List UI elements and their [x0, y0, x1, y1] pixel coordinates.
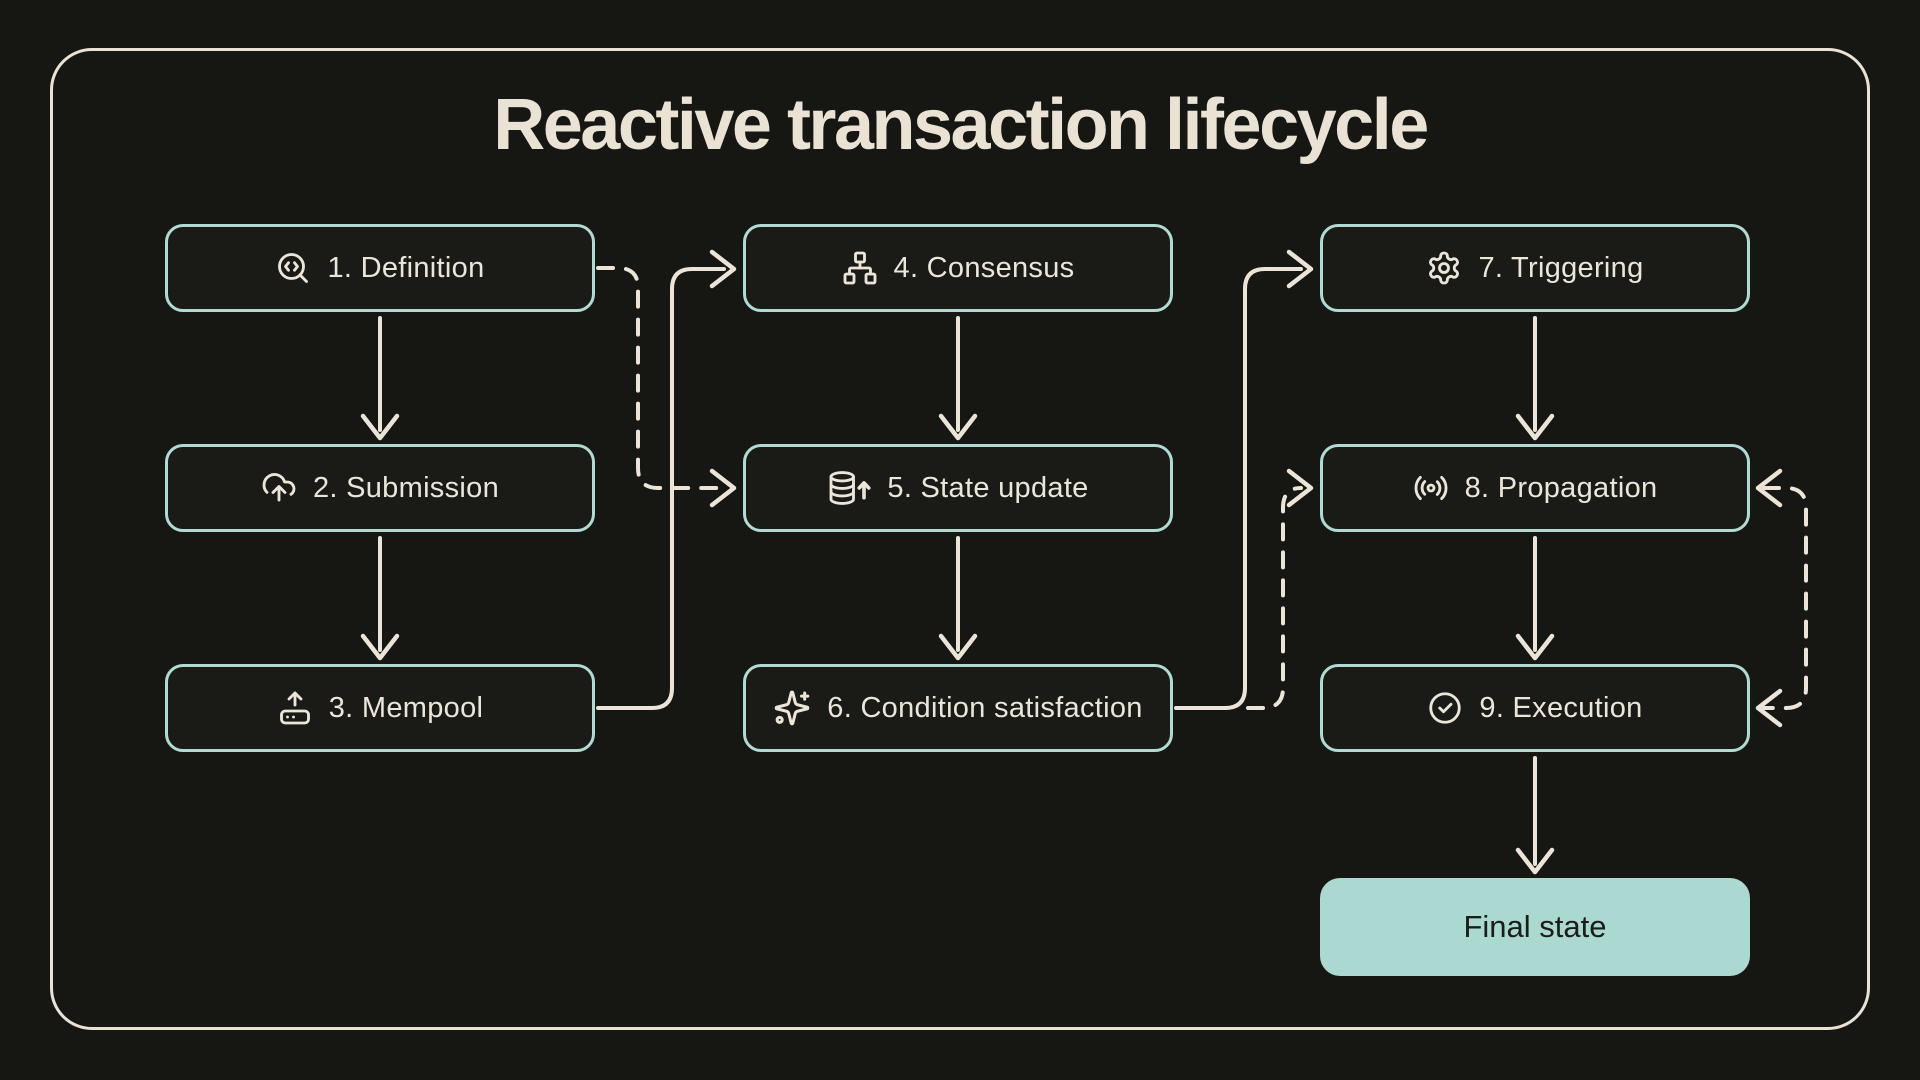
node-mempool: 3. Mempool	[165, 664, 595, 752]
node-label: 5. State update	[887, 471, 1089, 504]
edge-execution-to-final-state	[1515, 756, 1555, 875]
node-definition: 1. Definition	[165, 224, 595, 312]
edge-definition-to-state-update	[596, 266, 737, 508]
node-label: 2. Submission	[312, 471, 500, 504]
node-label: 6. Condition satisfaction	[827, 691, 1143, 724]
node-label: 3. Mempool	[328, 691, 484, 724]
edge-condition-satisfaction-to-propagation	[1246, 468, 1314, 710]
node-label: Final state	[1463, 909, 1607, 944]
node-consensus: 4. Consensus	[743, 224, 1173, 312]
edge-propagation-to-execution	[1515, 536, 1555, 661]
edge-submission-to-mempool	[360, 536, 400, 661]
edge-state-update-to-condition-satisfaction	[938, 536, 978, 661]
node-propagation: 8. Propagation	[1320, 444, 1750, 532]
check-circle-icon	[1427, 690, 1463, 726]
hard-drive-upload-icon	[277, 690, 313, 726]
edge-consensus-to-state-update	[938, 316, 978, 441]
node-submission: 2. Submission	[165, 444, 595, 532]
database-up-arrow-icon	[827, 470, 871, 506]
search-code-icon	[275, 250, 311, 286]
edge-execution-propagation-feedback	[1755, 468, 1808, 728]
cloud-upload-icon	[261, 470, 297, 506]
node-label: 8. Propagation	[1464, 471, 1658, 504]
node-label: 4. Consensus	[893, 251, 1075, 284]
node-condition-satisfaction: 6. Condition satisfaction	[743, 664, 1173, 752]
gear-icon	[1426, 250, 1462, 286]
edge-definition-to-submission	[360, 316, 400, 441]
node-triggering: 7. Triggering	[1320, 224, 1750, 312]
node-execution: 9. Execution	[1320, 664, 1750, 752]
page-title: Reactive transaction lifecycle	[493, 85, 1429, 165]
node-label: 7. Triggering	[1478, 251, 1644, 284]
edge-mempool-to-consensus	[596, 249, 737, 710]
node-label: 9. Execution	[1479, 691, 1643, 724]
sparkles-icon	[773, 689, 811, 727]
edge-triggering-to-propagation	[1515, 316, 1555, 441]
outer-frame	[50, 48, 1870, 1030]
radio-broadcast-icon	[1413, 470, 1449, 506]
node-final-state: Final state	[1320, 878, 1750, 976]
node-state-update: 5. State update	[743, 444, 1173, 532]
network-icon	[842, 250, 878, 286]
edge-condition-satisfaction-to-triggering	[1174, 249, 1314, 710]
node-label: 1. Definition	[327, 251, 485, 284]
